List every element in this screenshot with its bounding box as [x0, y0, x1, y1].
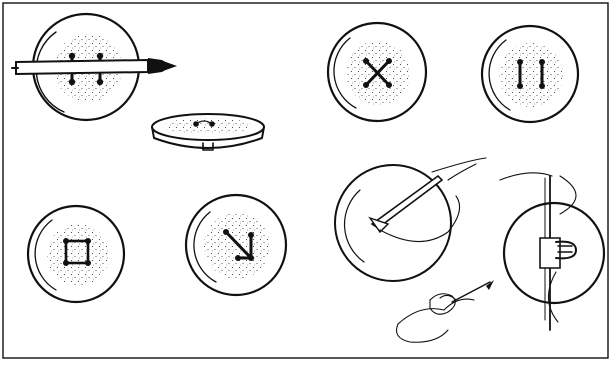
button-cross-stitch [328, 23, 426, 121]
needle-through-button [335, 158, 486, 281]
finishing-knot [397, 280, 495, 342]
shank-wrapping [500, 173, 604, 330]
button-square-stitch [28, 206, 124, 302]
button-side-view [152, 114, 264, 150]
pin-shaft [16, 60, 148, 74]
button-parallel-stitch [482, 26, 578, 122]
needle [372, 176, 442, 228]
pin-head [148, 58, 172, 74]
button-arrow-stitch [186, 195, 286, 295]
button-with-pin [12, 14, 174, 120]
